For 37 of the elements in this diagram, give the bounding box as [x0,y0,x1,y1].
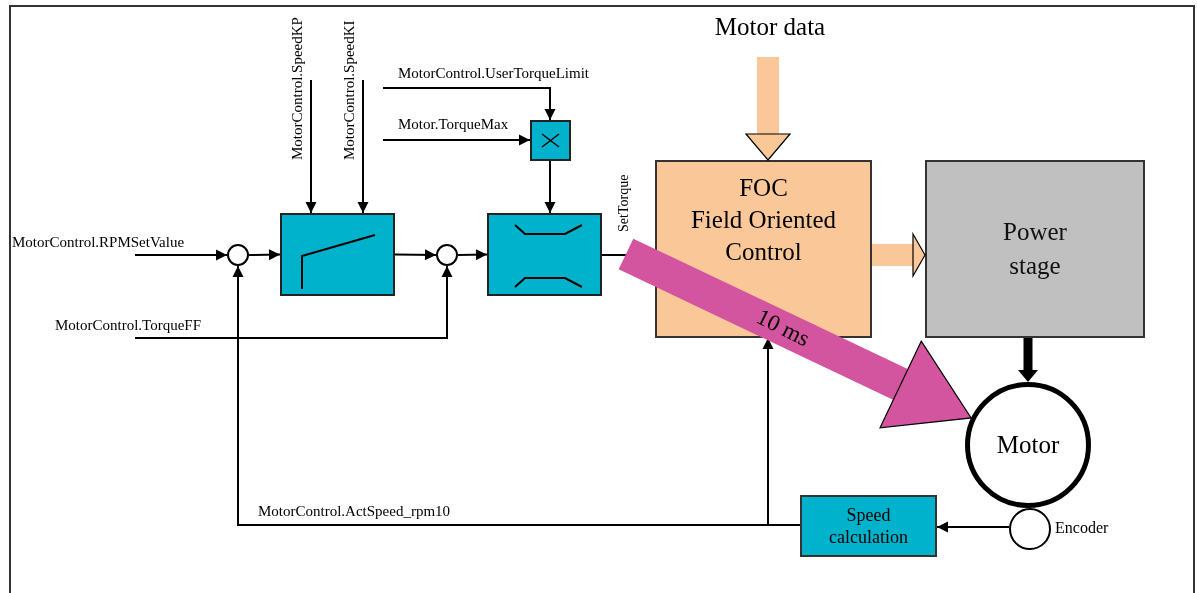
power-stage-block [925,160,1145,338]
arrow [544,160,556,214]
arrow [305,79,317,214]
arrow [382,87,556,121]
signal-name: MotorControl.RPMSetValue [12,233,217,255]
limiter-block [487,213,602,296]
summing-junction [436,244,458,266]
arrow [936,521,1010,533]
edge-label: 10 ms [751,302,815,354]
summing-junction [227,244,249,266]
box-label: Power stage [1002,217,1068,281]
speed-calculation-block [800,495,937,557]
arrow [248,249,281,261]
box-label: Field Oriented Control [689,205,838,267]
arrow [357,79,369,214]
signal-name: MotorControl.TorqueFF [55,316,245,338]
signal-name: MotorControl.UserTorqueLimit [383,64,628,88]
block-arrow [618,238,972,429]
heading-label: Motor data [690,12,850,57]
block-arrow [872,233,926,277]
arrow [762,337,801,526]
box-label: Motor [996,430,1060,460]
signal-name: MotorControl.SpeedKI [341,2,363,160]
arrow [394,249,437,261]
box-label: Speed calculation [828,504,909,548]
arrow [134,265,453,339]
signal-name: Motor.TorqueMax [383,115,529,140]
arrow [457,249,488,261]
encoder-label: Encoder [1055,518,1109,538]
block-arrow [1018,338,1038,382]
multiplier-block [530,120,571,161]
arrow [382,134,531,146]
block-arrow [745,57,791,161]
box-label: FOC [739,173,788,203]
pi-controller-block [280,213,395,296]
arrow [134,249,228,261]
signal-name: MotorControl.SpeedKP [289,2,311,160]
